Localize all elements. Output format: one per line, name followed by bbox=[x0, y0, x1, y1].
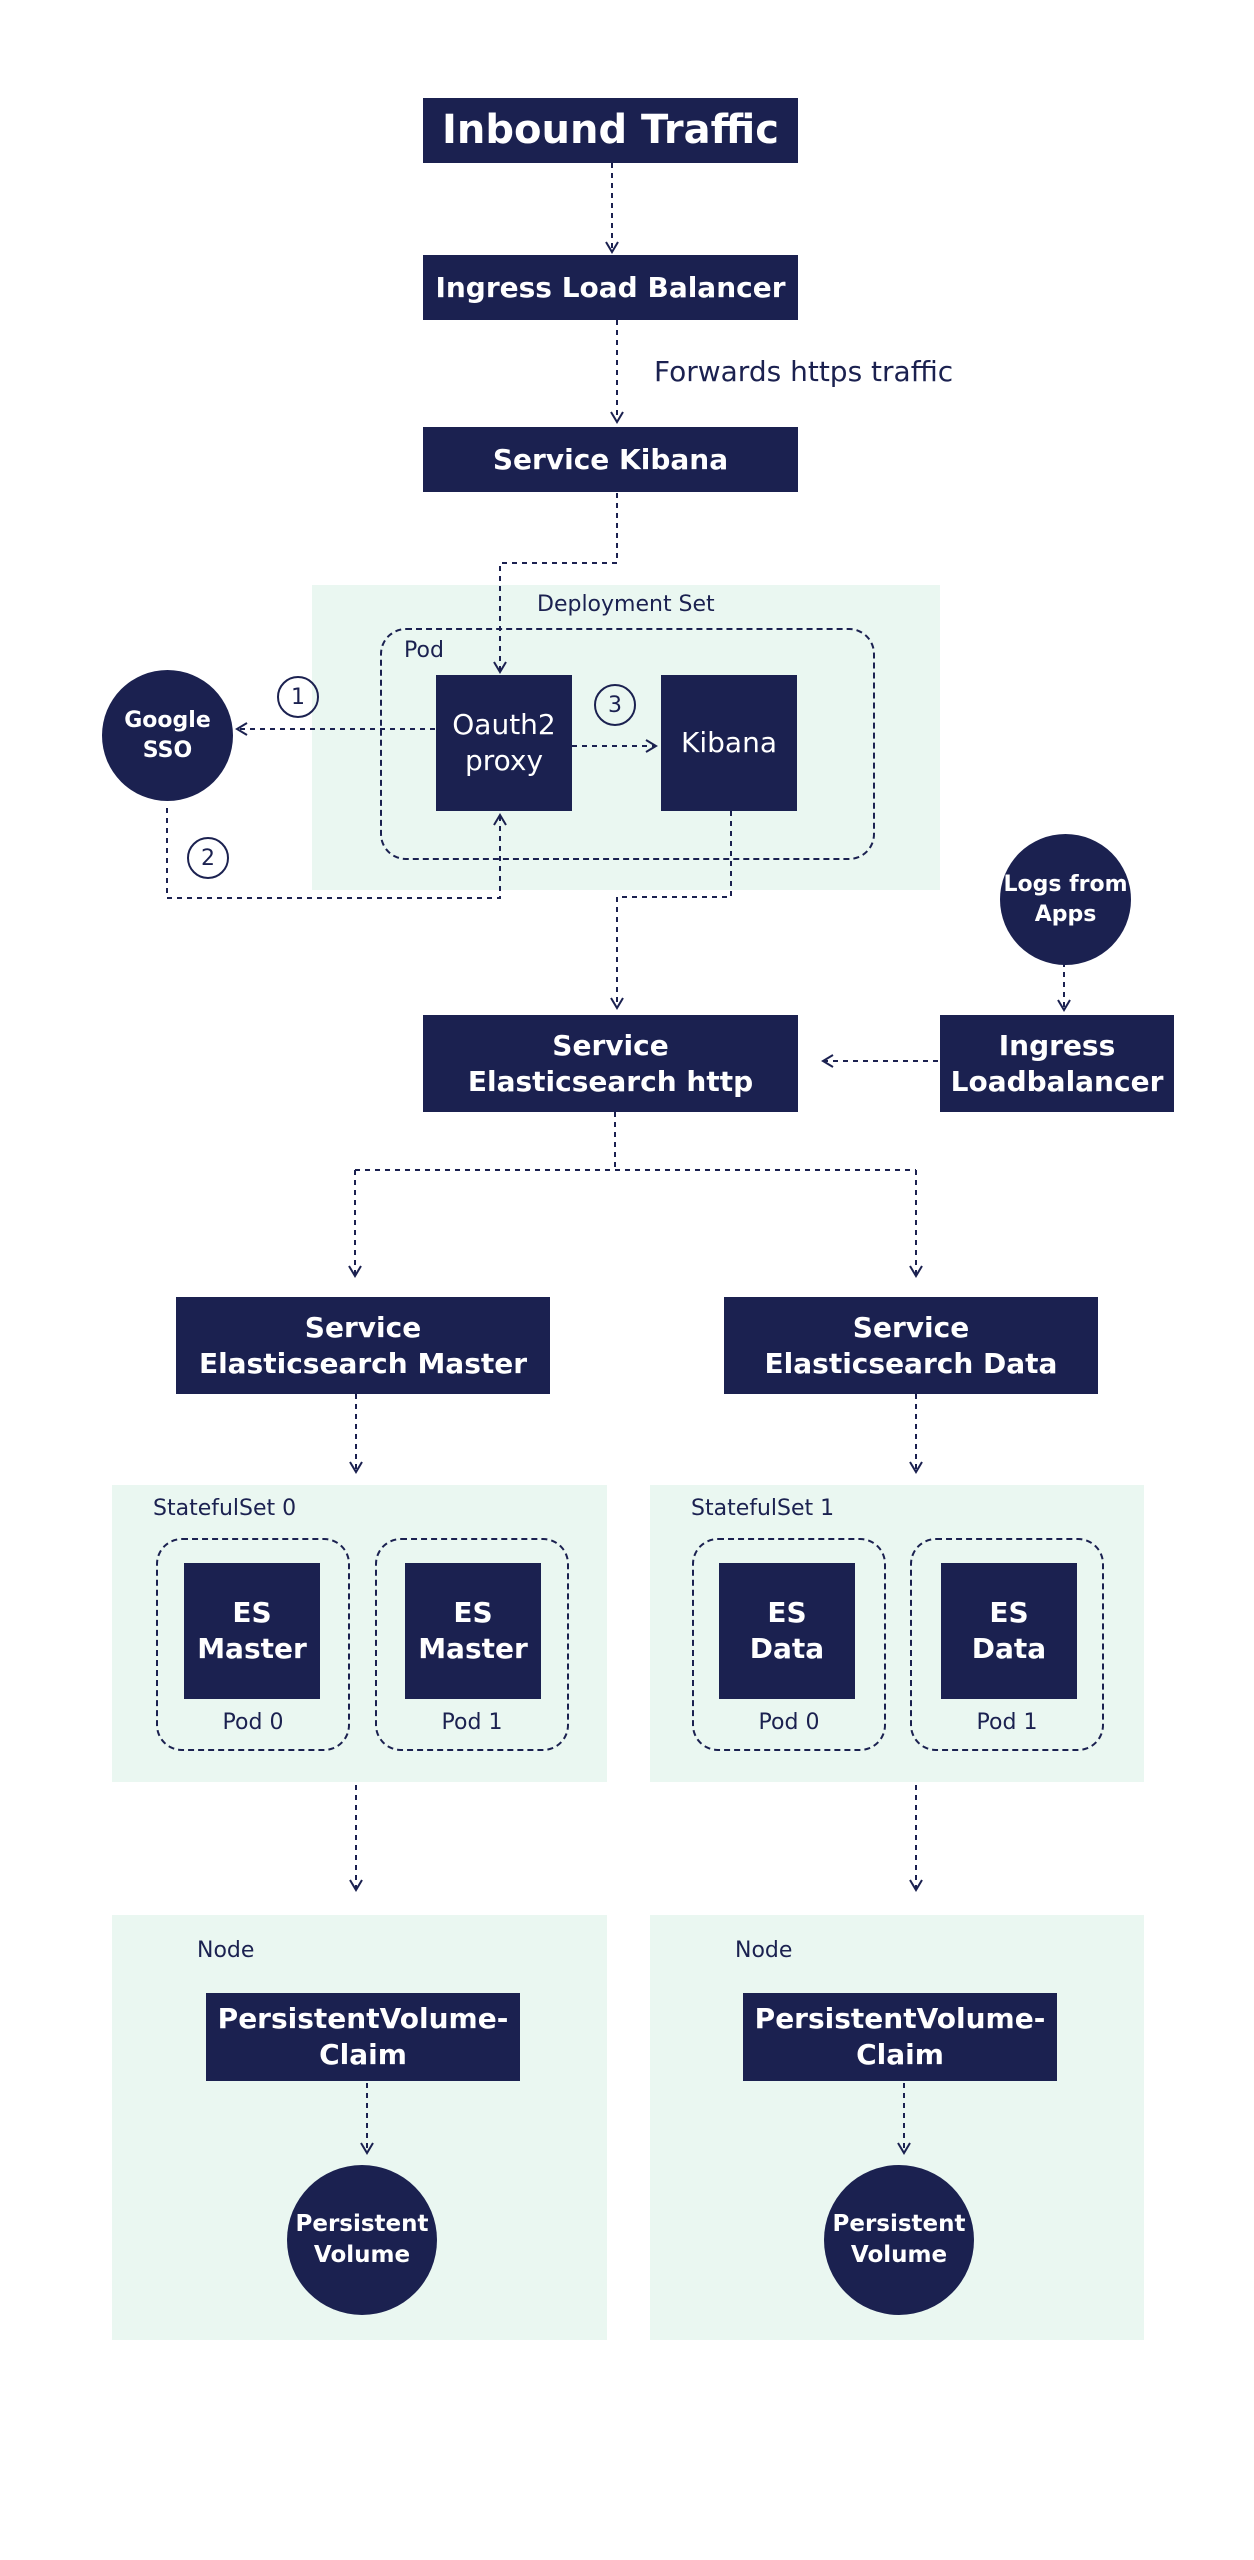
es-master-pod-1-box: ES Master bbox=[405, 1563, 541, 1699]
service-es-http-box: Service Elasticsearch http bbox=[423, 1015, 798, 1112]
google-sso-line-1: Google bbox=[124, 707, 211, 733]
es-data-pod-0-line-2: Data bbox=[749, 1632, 825, 1665]
es-data-pod-1-group bbox=[910, 1538, 1104, 1751]
es-master-pod-0-box: ES Master bbox=[184, 1563, 320, 1699]
es-data-pod-1-line-2: Data bbox=[971, 1632, 1047, 1665]
step-3-badge: 3 bbox=[594, 684, 636, 726]
pod-group bbox=[380, 628, 875, 860]
persistent-volume-0-line-1: Persistent bbox=[295, 2210, 429, 2237]
google-sso-line-2: SSO bbox=[142, 737, 193, 763]
persistent-volume-1-line-1: Persistent bbox=[832, 2210, 966, 2237]
es-data-pod-0-box: ES Data bbox=[719, 1563, 855, 1699]
pvc-0-box: PersistentVolume- Claim bbox=[206, 1993, 520, 2081]
step-2-badge: 2 bbox=[187, 837, 229, 879]
service-es-data-line-1: Service bbox=[852, 1310, 970, 1344]
statefulset-1-label: StatefulSet 1 bbox=[691, 1496, 835, 1521]
kibana-box: Kibana bbox=[661, 675, 797, 811]
es-master-pod-0-line-2: Master bbox=[197, 1632, 307, 1665]
service-es-data-line-2: Elasticsearch Data bbox=[764, 1346, 1058, 1380]
es-master-pod-1-group bbox=[375, 1538, 569, 1751]
persistent-volume-0-node: Persistent Volume bbox=[287, 2165, 437, 2315]
oauth2-proxy-line-1: Oauth2 bbox=[452, 708, 556, 742]
node-1-label: Node bbox=[735, 1938, 793, 1963]
es-data-pod-1-line-1: ES bbox=[989, 1596, 1029, 1630]
node-0-label: Node bbox=[197, 1938, 255, 1963]
service-es-master-box: Service Elasticsearch Master bbox=[176, 1297, 550, 1394]
es-data-pod-1-label: Pod 1 bbox=[976, 1710, 1038, 1735]
es-master-pod-1-line-2: Master bbox=[418, 1632, 528, 1665]
service-kibana-label: Service Kibana bbox=[492, 442, 729, 476]
service-es-master-line-2: Elasticsearch Master bbox=[198, 1346, 528, 1380]
oauth2-proxy-line-2: proxy bbox=[464, 744, 544, 777]
service-es-http-line-2: Elasticsearch http bbox=[467, 1064, 754, 1098]
deployment-set-label: Deployment Set bbox=[537, 592, 715, 617]
es-master-pod-0-line-1: ES bbox=[232, 1596, 272, 1630]
es-data-pod-0-group bbox=[692, 1538, 886, 1751]
es-master-pod-1-label: Pod 1 bbox=[441, 1710, 503, 1735]
persistent-volume-0-line-2: Volume bbox=[313, 2242, 411, 2268]
service-es-http-line-1: Service bbox=[552, 1028, 669, 1062]
pod-label: Pod bbox=[404, 638, 444, 663]
es-data-pod-1-box: ES Data bbox=[941, 1563, 1077, 1699]
kibana-label: Kibana bbox=[681, 726, 777, 760]
logs-from-apps-line-1: Logs from bbox=[1003, 871, 1128, 897]
statefulset-0-label: StatefulSet 0 bbox=[153, 1496, 297, 1521]
google-sso-node: Google SSO bbox=[102, 670, 233, 801]
ingress-loadbalancer-line-1: Ingress bbox=[998, 1028, 1116, 1062]
service-es-data-box: Service Elasticsearch Data bbox=[724, 1297, 1098, 1394]
oauth2-proxy-box: Oauth2 proxy bbox=[436, 675, 572, 811]
pvc-1-box: PersistentVolume- Claim bbox=[743, 1993, 1057, 2081]
es-data-pod-0-line-1: ES bbox=[767, 1596, 807, 1630]
es-master-pod-1-line-1: ES bbox=[453, 1596, 493, 1630]
pvc-0-line-2: Claim bbox=[319, 2038, 407, 2071]
deployment-set-region bbox=[312, 585, 940, 890]
service-kibana-box: Service Kibana bbox=[423, 427, 798, 492]
ingress-loadbalancer-box: Ingress Loadbalancer bbox=[940, 1015, 1174, 1112]
ingress-load-balancer-label: Ingress Load Balancer bbox=[435, 270, 786, 304]
inbound-traffic-box: Inbound Traffic bbox=[423, 98, 798, 163]
es-data-pod-0-label: Pod 0 bbox=[758, 1710, 820, 1735]
inbound-traffic-title: Inbound Traffic bbox=[442, 106, 779, 153]
step-1-badge: 1 bbox=[277, 676, 319, 718]
pvc-0-line-1: PersistentVolume- bbox=[217, 2002, 509, 2036]
logs-from-apps-line-2: Apps bbox=[1034, 901, 1097, 927]
persistent-volume-1-line-2: Volume bbox=[850, 2242, 948, 2268]
step-3-text: 3 bbox=[608, 692, 622, 718]
persistent-volume-1-node: Persistent Volume bbox=[824, 2165, 974, 2315]
ingress-load-balancer-box: Ingress Load Balancer bbox=[423, 255, 798, 320]
step-1-text: 1 bbox=[291, 684, 305, 710]
es-master-pod-0-group bbox=[156, 1538, 350, 1751]
pvc-1-line-2: Claim bbox=[856, 2038, 944, 2071]
logs-from-apps-node: Logs from Apps bbox=[1000, 834, 1131, 965]
es-master-pod-0-label: Pod 0 bbox=[222, 1710, 284, 1735]
ingress-loadbalancer-line-2: Loadbalancer bbox=[950, 1064, 1164, 1098]
forwards-https-note: Forwards https traffic bbox=[654, 355, 954, 388]
service-es-master-line-1: Service bbox=[304, 1310, 422, 1344]
pvc-1-line-1: PersistentVolume- bbox=[754, 2002, 1046, 2036]
step-2-text: 2 bbox=[201, 845, 215, 871]
